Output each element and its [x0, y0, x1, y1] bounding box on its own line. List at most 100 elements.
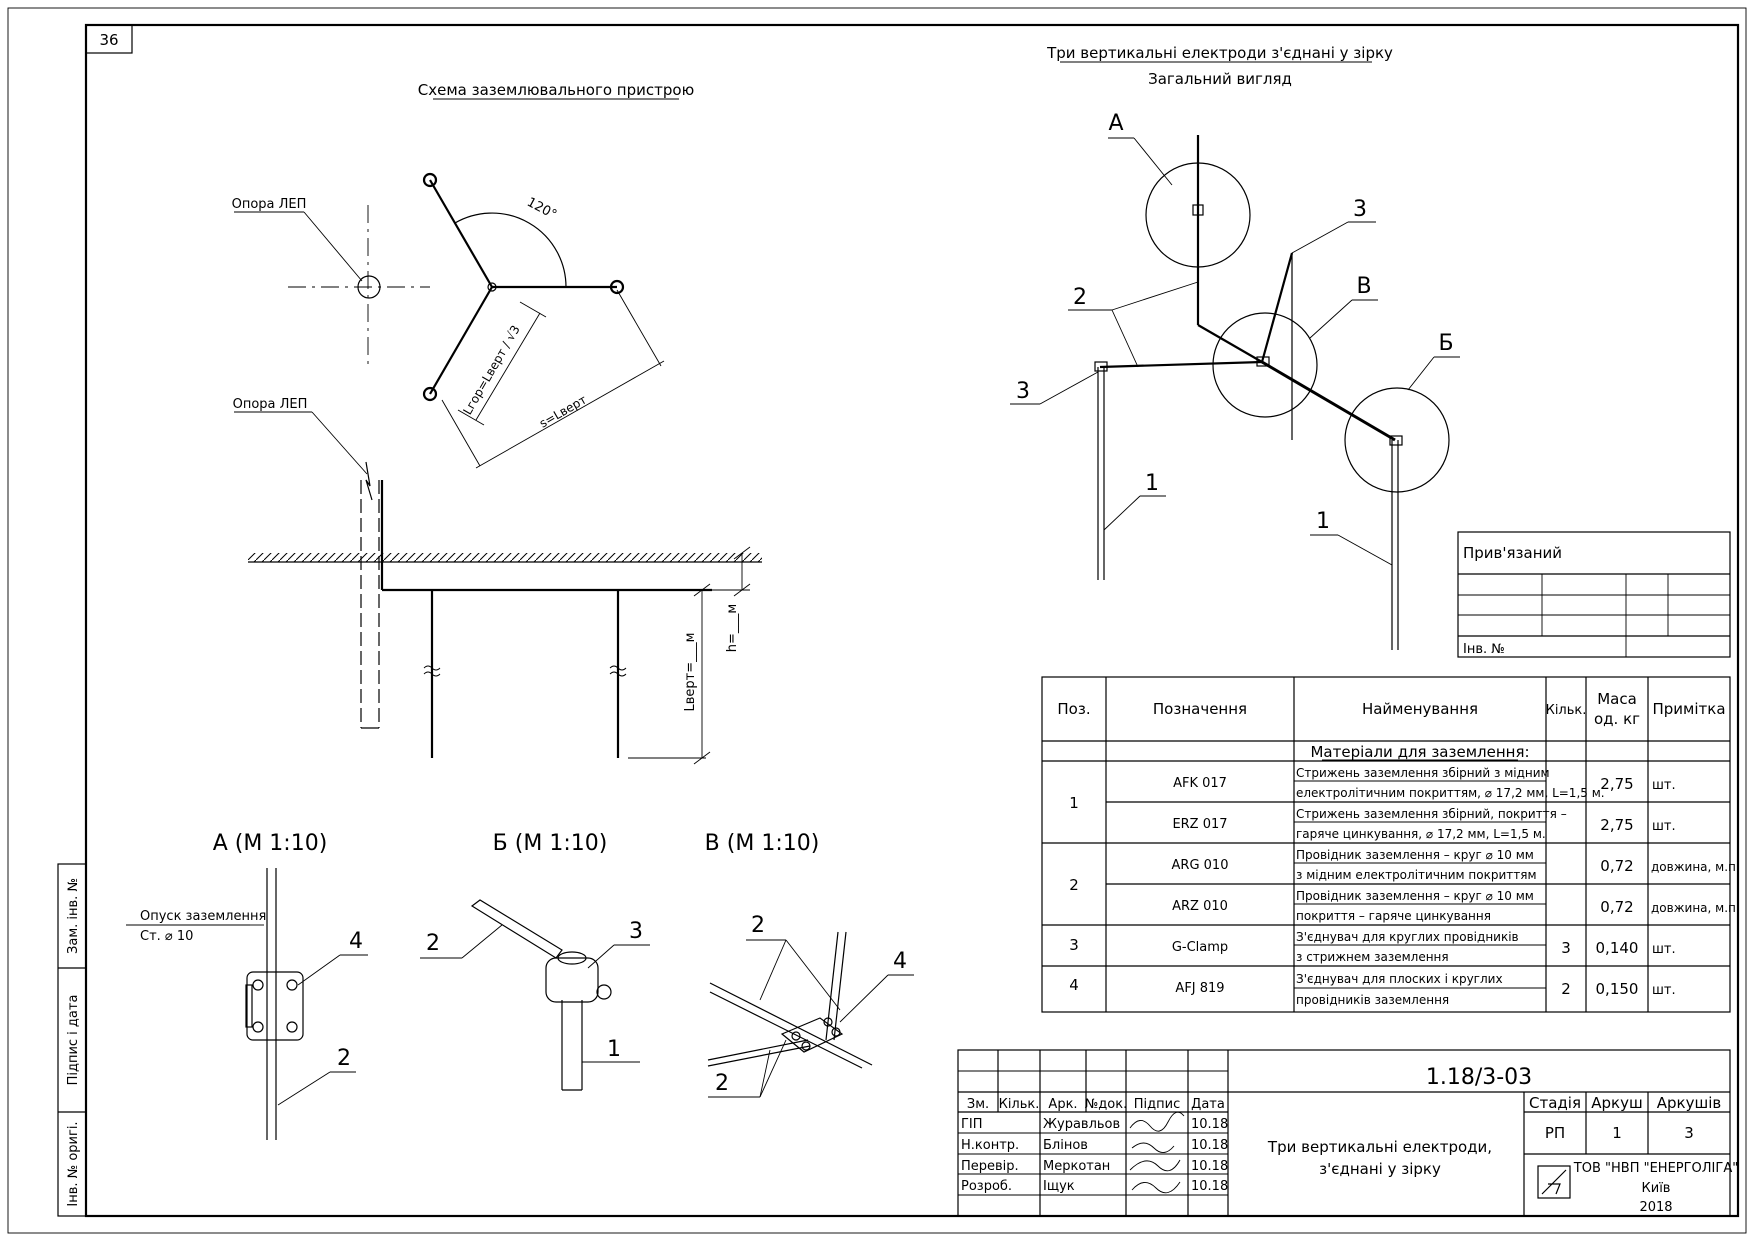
- row-name-1: З'єднувач для плоских і круглих: [1296, 972, 1503, 986]
- general-view: Три вертикальні електроди з'єднані у зір…: [1010, 44, 1460, 650]
- person-name: Блінов: [1043, 1138, 1088, 1153]
- table-row: G-Clamp З'єднувач для круглих провідникі…: [1172, 930, 1676, 964]
- callout-1: 1: [607, 1037, 621, 1062]
- th-qty: Кільк.: [1546, 703, 1587, 718]
- sheet-number-box: [85, 24, 133, 54]
- outer-border: [7, 7, 1747, 1234]
- row-qty: 2: [1561, 980, 1571, 998]
- note-line-1: Опуск заземлення: [140, 909, 266, 924]
- company-name: ТОВ "НВП "ЕНЕРГОЛІГА": [1573, 1161, 1738, 1176]
- angle-arc: [454, 212, 567, 288]
- inner-frame: [84, 23, 1740, 1218]
- inv-orig-label: Інв. № оригі.: [66, 1121, 81, 1206]
- support-circle: [357, 275, 381, 299]
- row-name-2: провідників заземлення: [1296, 993, 1449, 1007]
- drawing-name-2: з'єднані у зірку: [1319, 1160, 1441, 1178]
- callout-2: 2: [1073, 285, 1087, 310]
- row-name-1: Провідник заземлення – круг ⌀ 10 мм: [1296, 848, 1534, 862]
- callout-2-bottom: 2: [715, 1071, 729, 1096]
- sheet-number: 36: [99, 31, 118, 49]
- signature: [1129, 1111, 1185, 1132]
- row-designation: ARG 010: [1172, 858, 1229, 873]
- row-designation: AFK 017: [1173, 776, 1227, 791]
- signature: [1131, 1181, 1181, 1194]
- callout-v: В: [1356, 274, 1371, 299]
- row-name-1: Стрижень заземлення збірний, покриття –: [1296, 807, 1567, 821]
- support-label-2: Опора ЛЕП: [233, 397, 308, 412]
- col-data: Дата: [1191, 1097, 1225, 1112]
- col-ndok: №док.: [1085, 1097, 1127, 1112]
- row-note: довжина, м.п.: [1651, 901, 1740, 915]
- drawing-name-1: Три вертикальні електроди,: [1267, 1138, 1492, 1156]
- signature: [1129, 1159, 1181, 1172]
- electrode-node: [609, 279, 625, 295]
- row-mass: 2,75: [1600, 775, 1633, 793]
- callout-3-top: 3: [1353, 197, 1367, 222]
- title-block: Зм. Кільк. Арк. №док. Підпис Дата ГІП Жу…: [957, 1049, 1738, 1217]
- table-row: ARG 010 Провідник заземлення – круг ⌀ 10…: [1172, 848, 1740, 882]
- h-label: h=___м: [725, 604, 740, 652]
- role: ГІП: [961, 1117, 983, 1132]
- role: Перевір.: [961, 1159, 1019, 1174]
- person-name: Іщук: [1043, 1179, 1075, 1194]
- row-mass: 0,150: [1596, 980, 1639, 998]
- row-name-2: з стрижнем заземлення: [1296, 950, 1449, 964]
- detail-v: В (М 1:10) 2 4 2: [705, 831, 914, 1098]
- th-pos: Поз.: [1057, 700, 1090, 718]
- row-name-1: Провідник заземлення – круг ⌀ 10 мм: [1296, 889, 1534, 903]
- binding-title: Прив'язаний: [1463, 544, 1562, 562]
- company-year: 2018: [1639, 1200, 1672, 1215]
- callout-1-right: 1: [1316, 509, 1330, 534]
- row-note: шт.: [1652, 819, 1676, 834]
- detail-a: А (М 1:10) Опуск заземлення Ст. ⌀ 10 4 2: [126, 831, 368, 1140]
- row-mass: 0,140: [1596, 939, 1639, 957]
- g-clamp: [545, 957, 599, 1003]
- binding-inv: Інв. №: [1463, 642, 1505, 657]
- left-strip: Зам. інв. № Підпис і дата Інв. № оригі.: [57, 863, 87, 1217]
- signature: [1131, 1142, 1175, 1153]
- role: Розроб.: [961, 1179, 1012, 1194]
- sign-date: 10.18: [1191, 1138, 1228, 1153]
- callout-b: Б: [1438, 331, 1453, 356]
- sheets-value: 3: [1684, 1124, 1694, 1142]
- row-qty: 3: [1561, 939, 1571, 957]
- spec-table: Поз. Позначення Найменування Кільк. Маса…: [1041, 676, 1740, 1013]
- pidpys-data-label: Підпис і дата: [66, 995, 81, 1086]
- row-note: шт.: [1652, 778, 1676, 793]
- row-name-2: покриття – гаряче цинкування: [1296, 909, 1491, 923]
- row-note: шт.: [1652, 983, 1676, 998]
- clamp: [780, 1017, 844, 1053]
- row-note: довжина, м.п.: [1651, 860, 1740, 874]
- general-title-1: Три вертикальні електроди з'єднані у зір…: [1046, 44, 1393, 62]
- table-row: AFJ 819 З'єднувач для плоских і круглих …: [1175, 972, 1675, 1007]
- th-note: Примітка: [1652, 700, 1725, 718]
- row-pos: 4: [1069, 976, 1079, 994]
- detail-circle-v: [1212, 312, 1318, 418]
- clamp: [246, 971, 304, 1041]
- row-designation: ERZ 017: [1172, 817, 1227, 832]
- callout-3-left: 3: [1016, 379, 1030, 404]
- sheets-label: Аркушів: [1657, 1094, 1721, 1112]
- section-title: Матеріали для заземлення:: [1310, 743, 1529, 761]
- callout-2-top: 2: [751, 913, 765, 938]
- support-label-1: Опора ЛЕП: [232, 197, 307, 212]
- detail-circle-b: [1344, 387, 1450, 493]
- s-dim-label: s=Lверт: [537, 392, 589, 430]
- stage-value: РП: [1545, 1124, 1565, 1142]
- callout-4: 4: [893, 949, 907, 974]
- detail-b: Б (М 1:10) 2 3 1: [420, 831, 650, 1091]
- doc-code: 1.18/3-03: [1426, 1065, 1532, 1090]
- schema-title: Схема заземлювального пристрою: [418, 81, 694, 99]
- person-name: Журавльов: [1043, 1117, 1120, 1132]
- col-pidpys: Підпис: [1134, 1097, 1180, 1112]
- angle-label: 120°: [524, 195, 559, 223]
- row-name-2: гаряче цинкування, ⌀ 17,2 мм, L=1,5 м.: [1296, 827, 1546, 841]
- detail-b-title: Б (М 1:10): [493, 831, 608, 856]
- row-pos: 3: [1069, 936, 1079, 954]
- general-title-2: Загальний вигляд: [1148, 70, 1292, 88]
- th-designation: Позначення: [1153, 700, 1247, 718]
- row-name-1: Стрижень заземлення збірний з мідним: [1296, 766, 1550, 780]
- l-dim-label: Lгор=Lверт / √3: [460, 323, 522, 417]
- electrode-node: [422, 386, 438, 402]
